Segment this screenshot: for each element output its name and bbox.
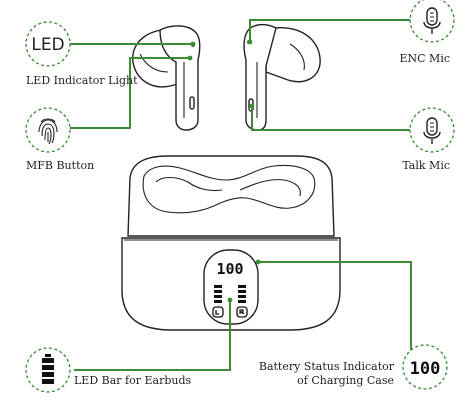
mfb-button-label: MFB Button: [26, 159, 94, 172]
leader-dots: [187, 39, 261, 303]
leader-lines: [70, 19, 412, 371]
left-earbud: [132, 25, 201, 131]
mfb-button-callout: MFB Button: [25, 107, 94, 172]
led-bar-label: LED Bar for Earbuds: [74, 374, 192, 387]
fingerprint-icon: [38, 118, 58, 145]
case-led-bars-right: [238, 285, 246, 303]
earbud-l-indicator-icon: [212, 306, 224, 318]
battery-status-label-line2: of Charging Case: [297, 374, 394, 387]
led-indicator-icon-text: LED: [31, 35, 64, 55]
case-display-value: 100: [216, 260, 243, 278]
led-bar-callout: LED Bar for Earbuds: [25, 347, 192, 393]
battery-status-label-line1: Battery Status Indicator: [259, 360, 395, 373]
microphone-icon: [423, 117, 441, 144]
enc-mic-callout: ENC Mic: [399, 0, 455, 65]
led-indicator-label: LED Indicator Light: [26, 74, 138, 87]
led-indicator-callout: LED LED Indicator Light: [25, 21, 138, 87]
talk-mic-callout: Talk Mic: [402, 107, 455, 172]
battery-status-callout: 100 Battery Status Indicator of Charging…: [259, 344, 448, 390]
battery-status-icon-text: 100: [410, 359, 441, 379]
talk-mic-label: Talk Mic: [402, 159, 450, 172]
battery-bars-icon: [42, 354, 54, 384]
case-led-bars-left: [214, 285, 222, 303]
earbud-r-indicator-icon: [236, 306, 248, 318]
enc-mic-label: ENC Mic: [399, 52, 450, 65]
right-earbud: [243, 23, 321, 131]
microphone-icon: [423, 7, 441, 34]
